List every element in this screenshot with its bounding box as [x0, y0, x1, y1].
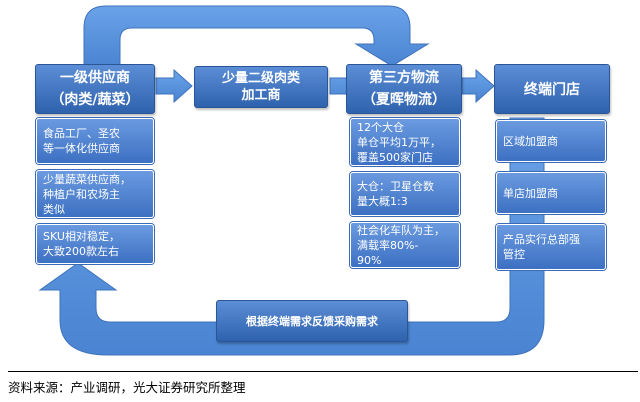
logistics-item-ratio: 大仓：卫星仓数 量大概1:3 — [350, 172, 460, 216]
processor-header: 少量二级肉类 加工商 — [194, 66, 328, 108]
source-note: 资料来源：产业调研，光大证券研究所整理 — [8, 380, 246, 395]
supplier-item-vegetable: 少量蔬菜供应商， 种植户和农场主 类似 — [36, 170, 154, 218]
store-item-single: 单店加盟商 — [496, 172, 606, 214]
top-loop-arrow — [83, 5, 430, 67]
supplier-item-sku: SKU相对稳定， 大致200款左右 — [36, 224, 154, 264]
arrow-col3-to-col4 — [461, 68, 495, 104]
supplier-header: 一级供应商 （肉类/蔬菜） — [35, 64, 155, 114]
arrow-col1-to-col2 — [155, 68, 193, 104]
supplier-item-food-factory: 食品工厂、圣农 等一体化供应商 — [36, 118, 154, 164]
store-item-control: 产品实行总部强 管控 — [496, 224, 606, 270]
store-header: 终端门店 — [494, 64, 610, 114]
logistics-header: 第三方物流 （夏晖物流） — [346, 64, 462, 114]
source-divider — [8, 371, 638, 372]
logistics-item-fleet: 社会化车队为主， 满载率80%- 90% — [350, 222, 460, 268]
store-item-regional: 区域加盟商 — [496, 120, 606, 162]
logistics-item-warehouses: 12个大仓 单仓平均1万平， 覆盖500家门店 — [350, 118, 460, 166]
feedback-label: 根据终端需求反馈采购需求 — [216, 300, 408, 342]
